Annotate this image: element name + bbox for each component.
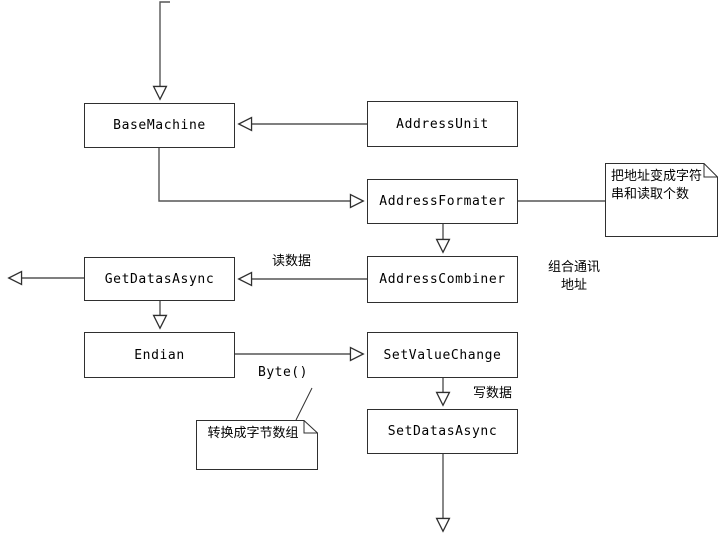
node-set-datas-async[interactable]: SetDatasAsync	[367, 409, 518, 454]
node-address-unit[interactable]: AddressUnit	[367, 101, 518, 147]
node-label: SetValueChange	[383, 347, 502, 363]
wire-entry-to-basemachine	[160, 1, 170, 98]
node-label: AddressCombiner	[379, 272, 506, 287]
node-address-formater[interactable]: AddressFormater	[367, 179, 518, 224]
node-address-combiner[interactable]: AddressCombiner	[367, 256, 518, 303]
node-get-datas-async[interactable]: GetDatasAsync	[84, 257, 235, 301]
node-base-machine[interactable]: BaseMachine	[84, 103, 235, 148]
node-label: Endian	[134, 347, 185, 363]
node-label: AddressFormater	[379, 194, 506, 209]
note-byte-array: 转换成字节数组	[196, 420, 318, 470]
note-text: 转换成字节数组	[207, 426, 299, 441]
edge-label-byte-call: Byte()	[258, 365, 308, 380]
node-endian[interactable]: Endian	[84, 332, 235, 378]
node-label: GetDatasAsync	[104, 271, 215, 287]
note-address-format: 把地址变成字符串和读取个数	[605, 163, 718, 237]
note-shape	[196, 420, 318, 470]
note-text: 把地址变成字符串和读取个数	[611, 169, 703, 202]
node-set-value-change[interactable]: SetValueChange	[367, 332, 518, 378]
wire-note-to-byte-edge	[295, 387, 313, 421]
note-shape	[605, 163, 718, 237]
edge-label-read-data: 读数据	[272, 254, 312, 269]
node-label: BaseMachine	[113, 118, 206, 133]
wire-basemachine-to-addressformater	[158, 148, 362, 201]
node-label: AddressUnit	[396, 116, 489, 132]
node-label: SetDatasAsync	[387, 424, 498, 439]
edge-label-write-data: 写数据	[473, 386, 513, 401]
float-label-combine-address: 组合通讯 地址	[547, 260, 600, 293]
